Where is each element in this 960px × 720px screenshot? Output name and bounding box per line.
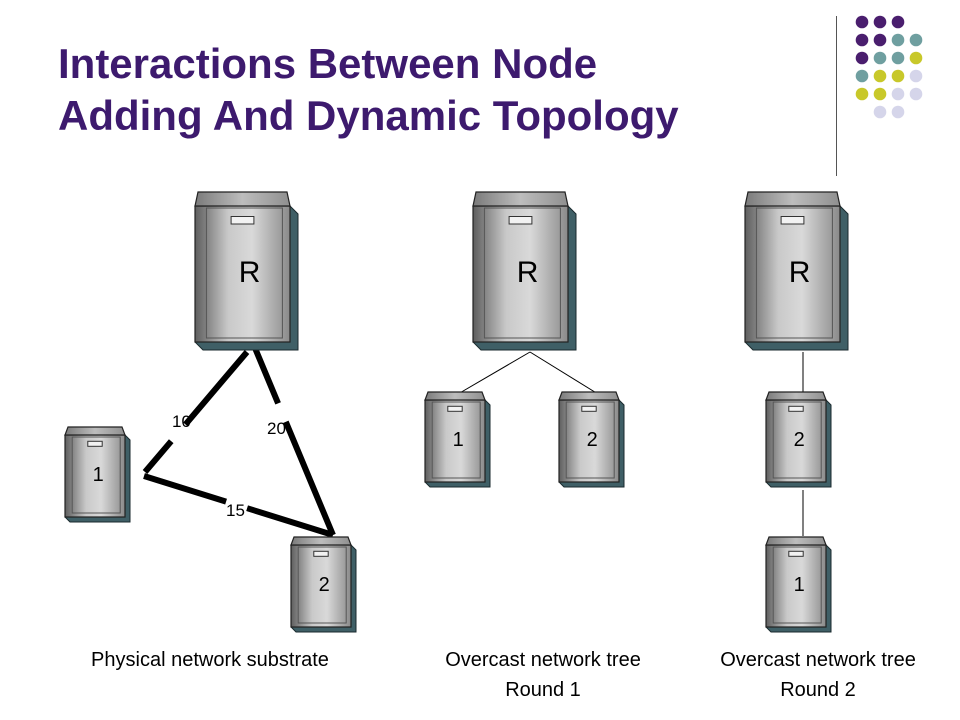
- decorative-dot: [891, 69, 905, 83]
- physical-node-2-label: 2: [319, 574, 330, 596]
- round1-root-label: R: [517, 256, 539, 289]
- decorative-dot: [891, 15, 905, 29]
- decorative-dot: [891, 33, 905, 47]
- decorative-dot: [873, 33, 887, 47]
- decorative-dot: [909, 33, 923, 47]
- decorative-dot: [909, 87, 923, 101]
- decorative-dot: [909, 51, 923, 65]
- physical-links: [142, 346, 336, 538]
- decorative-dot: [873, 105, 887, 119]
- slide-title: Interactions Between Node Adding And Dyn…: [58, 38, 818, 142]
- caption-round1: Overcast network tree Round 1: [393, 645, 693, 705]
- caption-physical-line-1: Physical network substrate: [91, 649, 329, 671]
- decorative-dot: [873, 51, 887, 65]
- decorative-dot: [891, 51, 905, 65]
- link-weight-1-2: 15: [226, 501, 245, 520]
- decorative-dot: [873, 15, 887, 29]
- decorative-dot: [855, 33, 869, 47]
- link-r-2: [252, 346, 336, 537]
- caption-round2-line-1: Overcast network tree: [720, 649, 916, 671]
- link-1-2: [143, 473, 334, 538]
- round1-root-server: R: [472, 191, 577, 351]
- header-divider: [836, 16, 837, 176]
- decorative-dot: [855, 87, 869, 101]
- link-r-2-round1: [529, 351, 599, 395]
- round1-node-2-label: 2: [587, 429, 598, 451]
- decorative-dot: [891, 87, 905, 101]
- decorative-dot: [891, 105, 905, 119]
- link-weight-r-2: 20: [267, 419, 286, 438]
- caption-round2-line-2: Round 2: [780, 679, 856, 701]
- caption-physical-network: Physical network substrate: [50, 645, 370, 675]
- caption-round1-line-1: Overcast network tree: [445, 649, 641, 671]
- caption-round1-line-2: Round 1: [505, 679, 581, 701]
- round2-node-1-server: 1: [765, 536, 832, 633]
- slide-title-line-2: Adding And Dynamic Topology: [58, 92, 679, 139]
- physical-node-1-server: 1: [64, 426, 131, 523]
- round2-node-2-label: 2: [794, 429, 805, 451]
- decorative-dot: [909, 69, 923, 83]
- decorative-dot: [873, 87, 887, 101]
- physical-node-1-label: 1: [93, 464, 104, 486]
- decorative-dot-grid: [855, 15, 923, 119]
- link-r-1-round1: [457, 351, 531, 395]
- round2-root-server: R: [744, 191, 849, 351]
- round2-node-2-server: 2: [765, 391, 832, 488]
- decorative-dot: [855, 15, 869, 29]
- physical-root-label: R: [239, 256, 261, 289]
- physical-root-server: R: [194, 191, 299, 351]
- link-weight-r-1: 10: [172, 412, 191, 431]
- round1-node-1-label: 1: [453, 429, 464, 451]
- link-r-1: [142, 350, 250, 474]
- network-diagram: 10 20 15 R 1 2 R 1 2 R 2 1: [64, 191, 849, 633]
- round2-node-1-label: 1: [794, 574, 805, 596]
- round1-node-1-server: 1: [424, 391, 491, 488]
- decorative-dot: [855, 69, 869, 83]
- caption-round2: Overcast network tree Round 2: [668, 645, 960, 705]
- round1-node-2-server: 2: [558, 391, 625, 488]
- round1-links: [457, 351, 599, 395]
- physical-node-2-server: 2: [290, 536, 357, 633]
- decorative-dot: [873, 69, 887, 83]
- round2-root-label: R: [789, 256, 811, 289]
- decorative-dot: [855, 51, 869, 65]
- slide-title-line-1: Interactions Between Node: [58, 40, 598, 87]
